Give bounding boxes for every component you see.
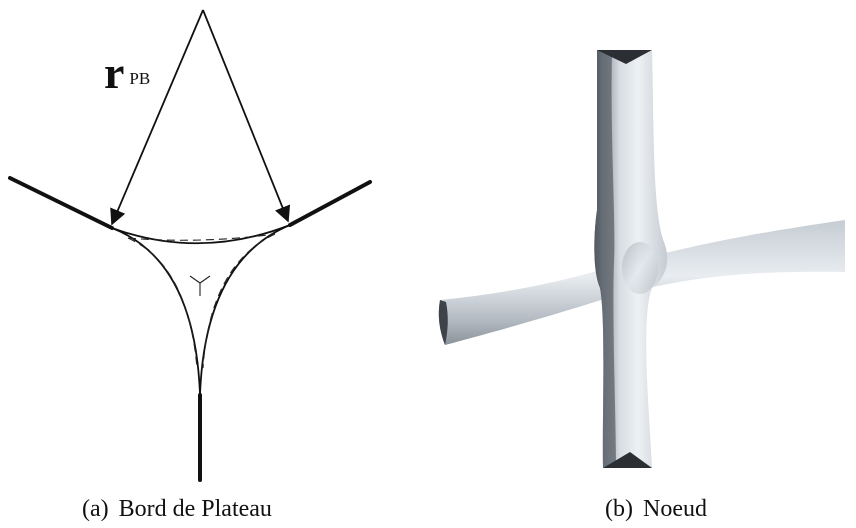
radius-symbol: r	[104, 47, 124, 98]
film-line-right	[288, 180, 372, 227]
plateau-border-arc-right	[199, 224, 291, 396]
radius-subscript: PB	[129, 69, 150, 88]
centre-junction-left	[189, 275, 201, 284]
node-left-cap	[438, 300, 448, 345]
caption-tag-b: (b)	[605, 496, 633, 522]
node-bottom-cap	[603, 452, 652, 468]
caption-node: (b) Noeud	[605, 495, 707, 523]
caption-plateau-border: (a) Bord de Plateau	[82, 495, 272, 523]
inner-dashed-curve-left	[127, 237, 198, 369]
node-shadow-edge	[594, 50, 616, 468]
plateau-border-arc-left	[111, 227, 201, 396]
radius-arrow-right	[202, 9, 291, 223]
inner-dashed-curve-top	[127, 233, 276, 241]
caption-tag-a: (a)	[82, 496, 109, 522]
caption-text-b: Noeud	[642, 496, 707, 522]
radius-label: r PB	[104, 47, 150, 98]
plateau-border-diagram: r PB	[8, 9, 372, 482]
node-rendering	[438, 50, 845, 468]
radius-arrow-left	[110, 9, 204, 226]
plateau-border-arc-top	[111, 224, 291, 245]
node-highlight	[622, 242, 658, 294]
film-line-left	[8, 176, 114, 230]
centre-junction-right	[199, 275, 211, 284]
node-top-cap	[597, 50, 652, 64]
inner-dashed-curve-right	[202, 233, 276, 369]
caption-text-a: Bord de Plateau	[118, 496, 272, 522]
